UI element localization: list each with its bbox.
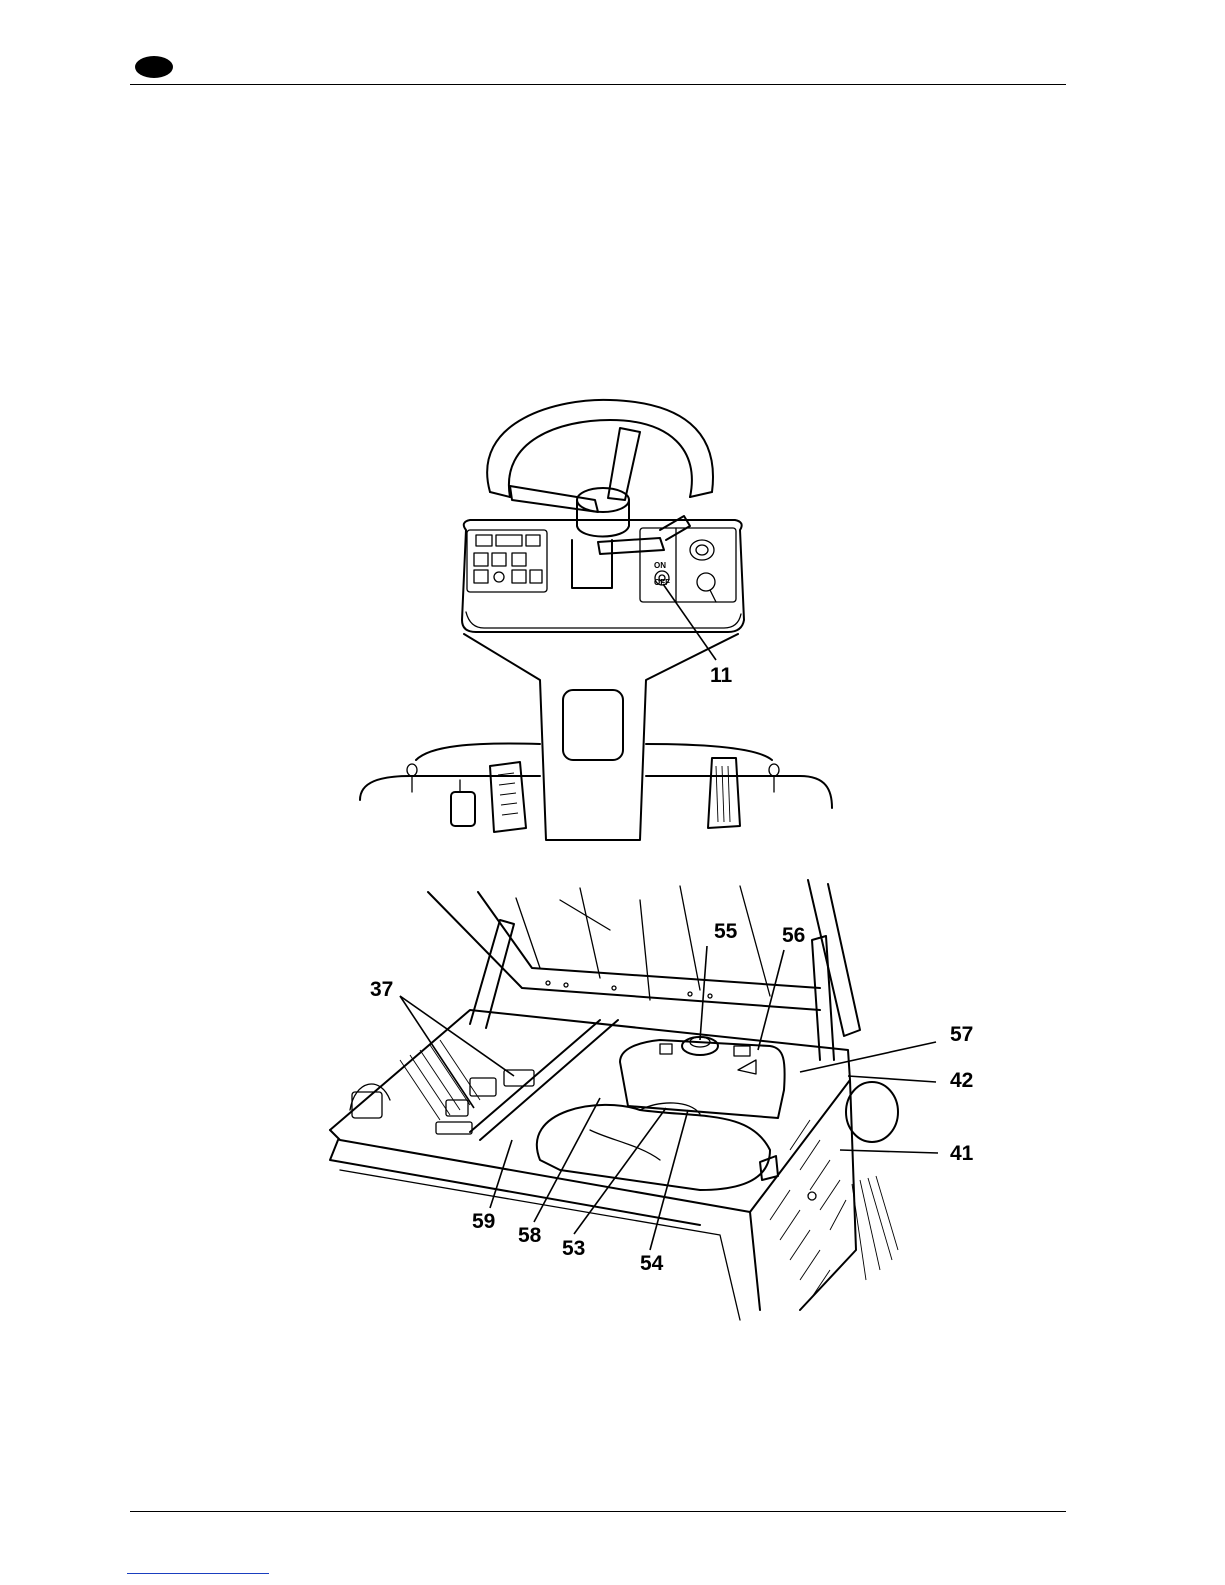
callout-42: 42 bbox=[950, 1069, 973, 1092]
switch-on-label: ON bbox=[654, 561, 666, 570]
horn-button-icon bbox=[690, 540, 714, 560]
callout-56: 56 bbox=[782, 924, 805, 947]
floor-pedals bbox=[360, 744, 832, 832]
battery-compartment bbox=[350, 1040, 534, 1134]
callout-53: 53 bbox=[562, 1237, 585, 1260]
engine-compartment-figure: 37 55 56 57 42 41 59 58 53 54 bbox=[330, 880, 974, 1320]
callout-59: 59 bbox=[472, 1210, 495, 1233]
callout-37: 37 bbox=[370, 978, 393, 1001]
steering-column bbox=[464, 634, 738, 840]
callout-54: 54 bbox=[640, 1252, 664, 1275]
dashboard-panel: ON OFF bbox=[462, 516, 744, 632]
engine-and-tank bbox=[537, 1037, 785, 1190]
callout-58: 58 bbox=[518, 1224, 542, 1247]
callout-41: 41 bbox=[950, 1142, 974, 1165]
key-icon bbox=[697, 573, 715, 591]
machine-body bbox=[330, 1010, 898, 1320]
callout-55: 55 bbox=[714, 920, 738, 943]
steering-dashboard-figure: ON OFF bbox=[360, 400, 832, 840]
callout-11: 11 bbox=[710, 664, 733, 687]
steering-wheel bbox=[487, 400, 713, 537]
callout-57: 57 bbox=[950, 1023, 973, 1046]
